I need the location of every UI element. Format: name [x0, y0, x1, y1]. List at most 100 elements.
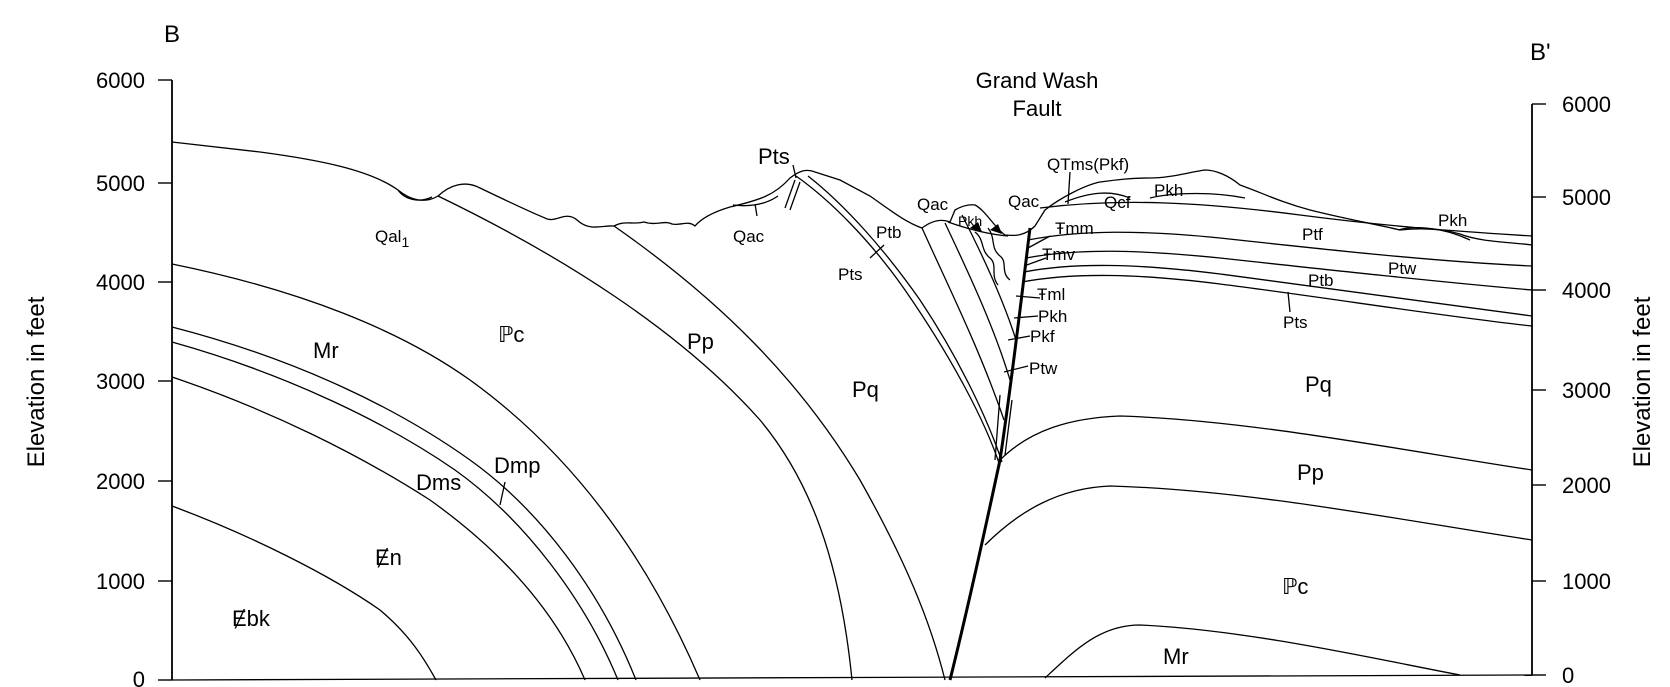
pkh-east-lens	[1149, 192, 1246, 199]
contact-ptf-ptw	[1027, 231, 1533, 267]
right-axis-label: Elevation in feet	[1629, 296, 1656, 467]
pkh-thrust	[947, 221, 1009, 237]
left-tick-4000: 4000	[96, 270, 145, 295]
contact-ptw-pkf	[944, 222, 1011, 381]
unit-qac-east: Qac	[1008, 192, 1040, 211]
unit-pkh-label: Pkh	[1038, 307, 1067, 326]
left-axis-label: Elevation in feet	[23, 296, 50, 467]
contact-dms-dmp	[171, 341, 619, 681]
dmp-leader	[499, 481, 506, 506]
contact-pp-pc-east	[984, 485, 1533, 546]
unit-ptb-west: Ptb	[876, 223, 902, 242]
unit-dms: Dms	[416, 470, 461, 495]
unit-pkh-small: Pkh	[958, 213, 982, 229]
contact-pc-pp-west	[437, 195, 853, 681]
unit-qac-west: Qac	[733, 227, 765, 246]
unit-mr-east: Mr	[1163, 644, 1189, 669]
contact-mr-pc-west	[171, 263, 701, 681]
section-start-label: B	[164, 21, 180, 48]
right-tick-4000: 4000	[1562, 278, 1611, 303]
unit-cbk: Ɇbk	[232, 606, 271, 631]
qtms-leader	[1067, 171, 1071, 205]
contact-cbk-cn	[171, 505, 437, 681]
unit-ptb-east: Ptb	[1308, 271, 1334, 290]
trml-leader	[1015, 295, 1041, 299]
qac-deposit-west	[732, 195, 779, 207]
unit-ptw-label: Ptw	[1029, 359, 1058, 378]
left-tick-3000: 3000	[96, 369, 145, 394]
unit-qtms: QTms(Pkf)	[1047, 155, 1129, 174]
pkf-leader	[1007, 335, 1031, 341]
unit-pkf-label: Pkf	[1030, 327, 1055, 346]
unit-trmm: Ŧmm	[1055, 219, 1094, 238]
left-tick-0: 0	[133, 667, 145, 687]
thrust-tooth-2	[990, 224, 1002, 234]
pts-leader	[869, 244, 885, 259]
unit-pts-west: Pts	[838, 265, 863, 284]
unit-trmv: Ŧmv	[1042, 245, 1076, 264]
unit-pts-east: Pts	[1283, 313, 1308, 332]
contact-ptw-ptb	[1025, 250, 1533, 291]
left-tick-5000: 5000	[96, 171, 145, 196]
fault-name-line1: Grand Wash	[976, 68, 1099, 93]
unit-pc-west: ℙc	[498, 322, 524, 347]
wavy-contact-2	[987, 227, 1011, 281]
land-surface-west	[171, 141, 1533, 246]
left-tick-2000: 2000	[96, 469, 145, 494]
right-tick-5000: 5000	[1562, 185, 1611, 210]
right-tick-3000: 3000	[1562, 378, 1611, 403]
unit-qal: Qal1	[375, 227, 409, 250]
fault-motion-arrows	[994, 394, 1013, 461]
pkh-leader	[1013, 315, 1039, 319]
contact-pts-ptb	[807, 175, 1003, 463]
thrust-tooth-1	[970, 222, 982, 232]
unit-trml: Ŧml	[1037, 285, 1065, 304]
unit-pp-west: Pp	[687, 329, 714, 354]
unit-pq-west: Pq	[852, 377, 879, 402]
unit-pq-east: Pq	[1305, 372, 1332, 397]
unit-cn: Ɇn	[375, 545, 402, 570]
fault-name-line2: Fault	[1013, 96, 1062, 121]
pts-east-leader	[1287, 291, 1291, 313]
contact-dmp-mr	[171, 326, 637, 681]
unit-dmp: Dmp	[494, 453, 540, 478]
contact-ptb-pts	[1023, 264, 1533, 317]
right-tick-0: 0	[1562, 663, 1574, 687]
contact-ptb-ptw	[921, 227, 1005, 421]
unit-qac-fault: Qac	[917, 195, 949, 214]
wavy-contact-1	[974, 231, 999, 286]
unit-pkh-east: Pkh	[1154, 181, 1183, 200]
contact-pts-pq	[1021, 274, 1533, 327]
contact-pc-mr-east	[1044, 624, 1461, 679]
contact-ptf-top	[1039, 201, 1533, 237]
contact-pkf-pkh	[961, 214, 1017, 341]
unit-ptw-east: Ptw	[1388, 259, 1417, 278]
right-elevation-axis: 6000 5000 4000 3000 2000 1000 0 Elevatio…	[1531, 92, 1656, 687]
trmv-leader	[1023, 257, 1047, 267]
left-tick-1000: 1000	[96, 569, 145, 594]
qac-west-leader	[754, 203, 758, 217]
unit-pts-crest: Pts	[758, 144, 790, 169]
right-tick-2000: 2000	[1562, 473, 1611, 498]
right-tick-1000: 1000	[1562, 569, 1611, 594]
unit-pkh-far-east: Pkh	[1438, 211, 1467, 230]
fault-sense-arrows-west	[784, 179, 801, 211]
unit-qcf: Qcf	[1104, 193, 1131, 212]
unit-pc-east: ℙc	[1282, 574, 1308, 599]
unit-pp-east: Pp	[1297, 460, 1324, 485]
trmm-leader	[1027, 235, 1051, 249]
pts-top-leader	[792, 164, 797, 179]
contact-cn-dms	[171, 376, 586, 681]
left-elevation-axis: 6000 5000 4000 3000 2000 1000 0 Elevatio…	[23, 68, 173, 687]
unit-ptf: Ptf	[1302, 225, 1323, 244]
left-tick-6000: 6000	[96, 68, 145, 93]
ptw-leader	[1003, 365, 1029, 373]
unit-mr-west: Mr	[313, 338, 339, 363]
section-end-label: B'	[1530, 39, 1551, 66]
right-tick-6000: 6000	[1562, 92, 1611, 117]
qal-deposit	[397, 189, 433, 201]
contact-pp-pq-west	[613, 225, 946, 681]
qcf-deposit	[1064, 192, 1131, 203]
contact-pq-pp-east	[999, 415, 1533, 471]
